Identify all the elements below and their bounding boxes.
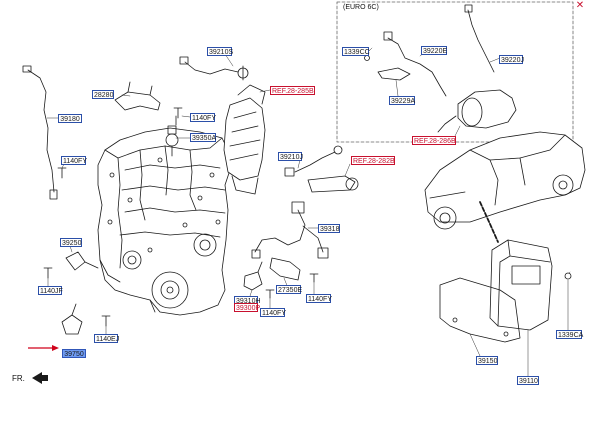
bolt-1140fy-d <box>265 289 275 299</box>
car-outline <box>424 131 586 230</box>
harness-39318 <box>254 209 306 253</box>
ecu-module <box>489 239 553 331</box>
label-1140jf[interactable]: 1140JF <box>38 286 63 295</box>
wire-39210s <box>184 61 239 75</box>
bolt-1140ej <box>101 315 111 327</box>
label-39350a[interactable]: 39350A <box>190 133 217 142</box>
front-arrow-icon <box>32 372 48 384</box>
wire-39210j <box>294 151 336 173</box>
label-39300p[interactable]: 39300P <box>234 303 261 312</box>
ref-28-285b[interactable]: REF.28-285B <box>270 86 315 95</box>
ecu-bracket-39150 <box>439 277 521 343</box>
label-1140fy-b[interactable]: 1140FY <box>61 156 87 165</box>
wire-39180 <box>27 69 55 193</box>
euro6c-inset-box <box>336 1 574 143</box>
label-1140fy-c[interactable]: 1140FY <box>306 294 332 303</box>
sensor-39310h <box>243 271 263 291</box>
sensor-39750 <box>61 314 83 335</box>
euro6c-converter <box>437 89 517 133</box>
highlight-arrow-head <box>52 345 59 351</box>
label-1140fy-a[interactable]: 1140FY <box>190 113 216 122</box>
engine-block <box>97 127 231 316</box>
label-1140ej[interactable]: 1140EJ <box>94 334 120 343</box>
sensor-39250 <box>65 251 86 271</box>
label-39210s[interactable]: 39210S <box>207 47 234 56</box>
bracket-27350e <box>269 257 301 281</box>
label-39229a[interactable]: 39229A <box>389 96 416 105</box>
bracket-39229a <box>377 67 411 81</box>
wire-39220e <box>387 37 447 97</box>
label-1140fy-d[interactable]: 1140FY <box>260 308 286 317</box>
label-27350e[interactable]: 27350E <box>276 285 303 294</box>
label-1339cc[interactable]: 1339CC <box>342 47 370 56</box>
ref-28-286b[interactable]: REF.28-286B <box>412 136 456 145</box>
label-39210j[interactable]: 39210J <box>278 152 303 161</box>
variant-note: (EURO 6C) <box>343 4 379 11</box>
label-39220j[interactable]: 39220J <box>499 55 524 64</box>
label-39220e[interactable]: 39220E <box>421 46 448 55</box>
label-28280[interactable]: 28280 <box>92 90 114 99</box>
label-39318[interactable]: 39318 <box>318 224 340 233</box>
label-39110[interactable]: 39110 <box>517 376 539 385</box>
label-1339ca[interactable]: 1339CA <box>556 330 584 339</box>
close-icon[interactable]: ✕ <box>575 0 585 11</box>
car-ecu-pointer <box>479 201 499 243</box>
bolt-1140jf <box>43 267 53 279</box>
front-marker: FR. <box>12 374 25 383</box>
label-39180[interactable]: 39180 <box>58 114 82 123</box>
bolt-1140fy-b <box>57 167 67 179</box>
ref-28-282b[interactable]: REF.28-282B <box>351 156 395 165</box>
label-39750[interactable]: 39750 <box>62 349 86 358</box>
exhaust-pipe <box>307 175 356 193</box>
bracket-28280 <box>114 91 161 111</box>
bolt-1140fy-c <box>309 273 319 283</box>
catalytic-converter <box>223 84 266 195</box>
label-39150[interactable]: 39150 <box>476 356 498 365</box>
bolt-1140fy-a <box>173 107 183 119</box>
wire-39220j <box>467 9 495 73</box>
label-39250[interactable]: 39250 <box>60 238 82 247</box>
